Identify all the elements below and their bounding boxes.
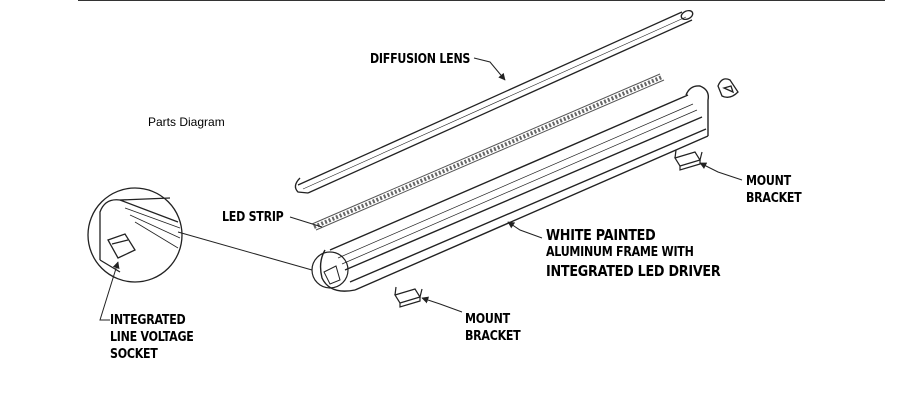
label-socket-line1: INTEGRATED	[110, 313, 186, 328]
aluminum-frame	[311, 85, 710, 292]
socket-detail	[87, 187, 313, 283]
label-diffusion-lens: DIFFUSION LENS	[370, 52, 471, 67]
label-mount-bracket-bottom-1: MOUNT	[465, 312, 510, 327]
label-mount-bracket-right-2: BRACKET	[746, 191, 802, 206]
mount-bracket-bottom	[394, 286, 423, 308]
mount-bracket-right	[674, 149, 703, 171]
diagram-title: Parts Diagram	[148, 115, 225, 129]
label-mount-bracket-bottom-2: BRACKET	[465, 329, 521, 344]
label-mount-bracket-right-1: MOUNT	[746, 174, 791, 189]
label-led-strip: LED STRIP	[222, 210, 284, 225]
label-frame-line1: WHITE PAINTED	[546, 226, 656, 244]
label-socket-line3: SOCKET	[110, 347, 158, 362]
top-rule	[78, 0, 885, 1]
diffusion-lens	[294, 9, 694, 194]
label-frame-line3: INTEGRATED LED DRIVER	[546, 262, 721, 280]
label-socket-line2: LINE VOLTAGE	[110, 330, 194, 345]
end-cap	[717, 78, 739, 98]
label-frame-line2: ALUMINUM FRAME WITH	[546, 245, 694, 260]
led-strip	[311, 73, 665, 231]
leader-lines	[99, 57, 743, 321]
